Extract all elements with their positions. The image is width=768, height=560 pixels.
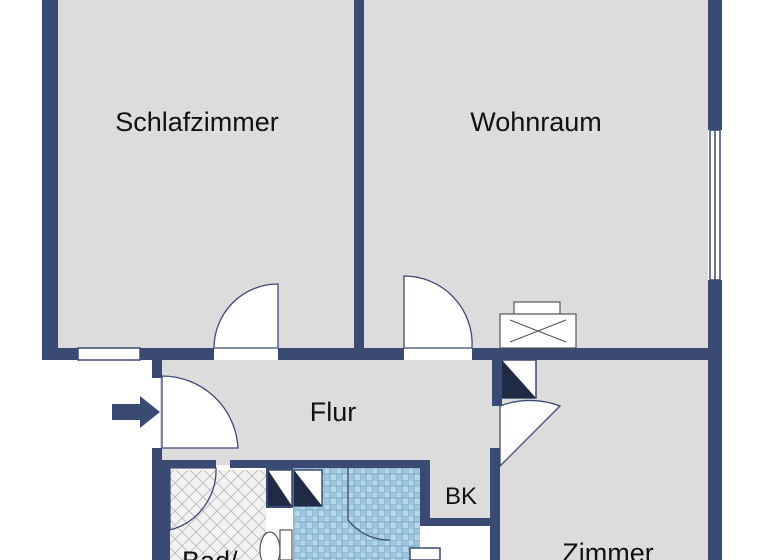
door-swing-icon — [499, 399, 562, 468]
shaft-icon — [267, 469, 293, 507]
room-label-schlafzimmer: Schlafzimmer — [115, 107, 279, 137]
window-icon — [409, 547, 441, 560]
wall — [152, 448, 162, 560]
room-label-zimmer: Zimmer — [562, 538, 653, 560]
wall — [140, 348, 214, 360]
room-label-bk: BK — [445, 483, 477, 510]
toilet-icon — [259, 529, 293, 560]
wall — [430, 518, 500, 526]
wall — [230, 460, 428, 468]
shafts — [267, 359, 537, 507]
room-label-wohnraum: Wohnraum — [470, 107, 602, 137]
shaft-icon — [293, 469, 323, 507]
wall — [490, 448, 500, 560]
wall — [162, 468, 170, 560]
bk-floor — [430, 465, 490, 523]
wall — [708, 0, 722, 130]
wall — [492, 360, 502, 406]
shaft-icon — [501, 359, 537, 399]
door-swing-icon — [347, 468, 391, 541]
wall — [708, 280, 722, 560]
heater-icon — [499, 301, 577, 349]
windows — [77, 129, 721, 560]
wall — [354, 0, 364, 360]
door-swing-icon — [169, 467, 217, 531]
entrance-arrow-icon — [112, 396, 160, 428]
wall — [278, 348, 404, 360]
bad-hatched-floor — [170, 470, 266, 560]
door-swing-icon — [161, 375, 239, 449]
window-icon — [77, 347, 141, 361]
wall — [162, 460, 216, 468]
door-swing-icon — [213, 283, 279, 349]
doors — [161, 275, 562, 541]
door-swing-icon — [403, 275, 473, 349]
schlafzimmer-floor — [58, 0, 354, 348]
room-floors — [58, 0, 720, 560]
room-label-bad: Bad/ — [182, 546, 238, 560]
wall — [420, 460, 430, 526]
wall — [472, 348, 722, 360]
wall — [152, 360, 162, 378]
wall — [42, 348, 78, 360]
room-label-flur: Flur — [310, 397, 357, 427]
wall — [42, 0, 58, 360]
